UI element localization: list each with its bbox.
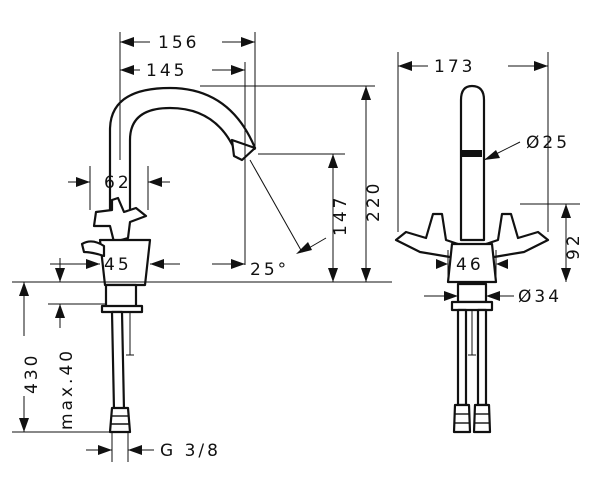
spout-outlet [230,138,257,162]
dim-145: 145 [146,61,187,81]
dimension-lines-right [397,52,580,301]
front-connector-left [452,403,472,434]
front-mounting-plate [450,300,494,312]
front-spout [459,84,486,242]
dim-147: 147 [331,195,351,236]
front-shank-right [476,308,488,407]
mounting-block [104,283,138,309]
faucet-base [98,238,152,287]
dim-25-degrees: 25° [250,260,289,280]
dim-g38: G 3/8 [160,441,221,461]
dim-46: 46 [456,255,484,275]
front-mounting-block [456,282,488,304]
dimension-lines-left [12,32,375,462]
dim-92: 92 [564,232,584,260]
dim-173: 173 [434,57,475,77]
front-view-faucet [394,84,550,434]
front-connector-right [472,403,492,434]
front-handle-right [484,212,550,260]
dim-62: 62 [104,173,132,193]
cross-handle [92,196,148,244]
spout-aerator [462,150,482,157]
dim-45: 45 [104,255,132,275]
dim-diameter-34: Ø34 [518,287,562,307]
side-view-faucet [80,86,257,434]
dim-diameter-25: Ø25 [526,133,570,153]
thread-connector [108,406,132,434]
supply-shank [110,310,126,412]
front-handle-left [394,212,460,260]
dim-156: 156 [158,33,199,53]
dim-220: 220 [364,181,384,222]
front-shank-left [456,308,468,407]
dim-430: 430 [22,353,42,394]
dim-max40: max.40 [57,348,77,430]
base-lever [80,240,106,258]
